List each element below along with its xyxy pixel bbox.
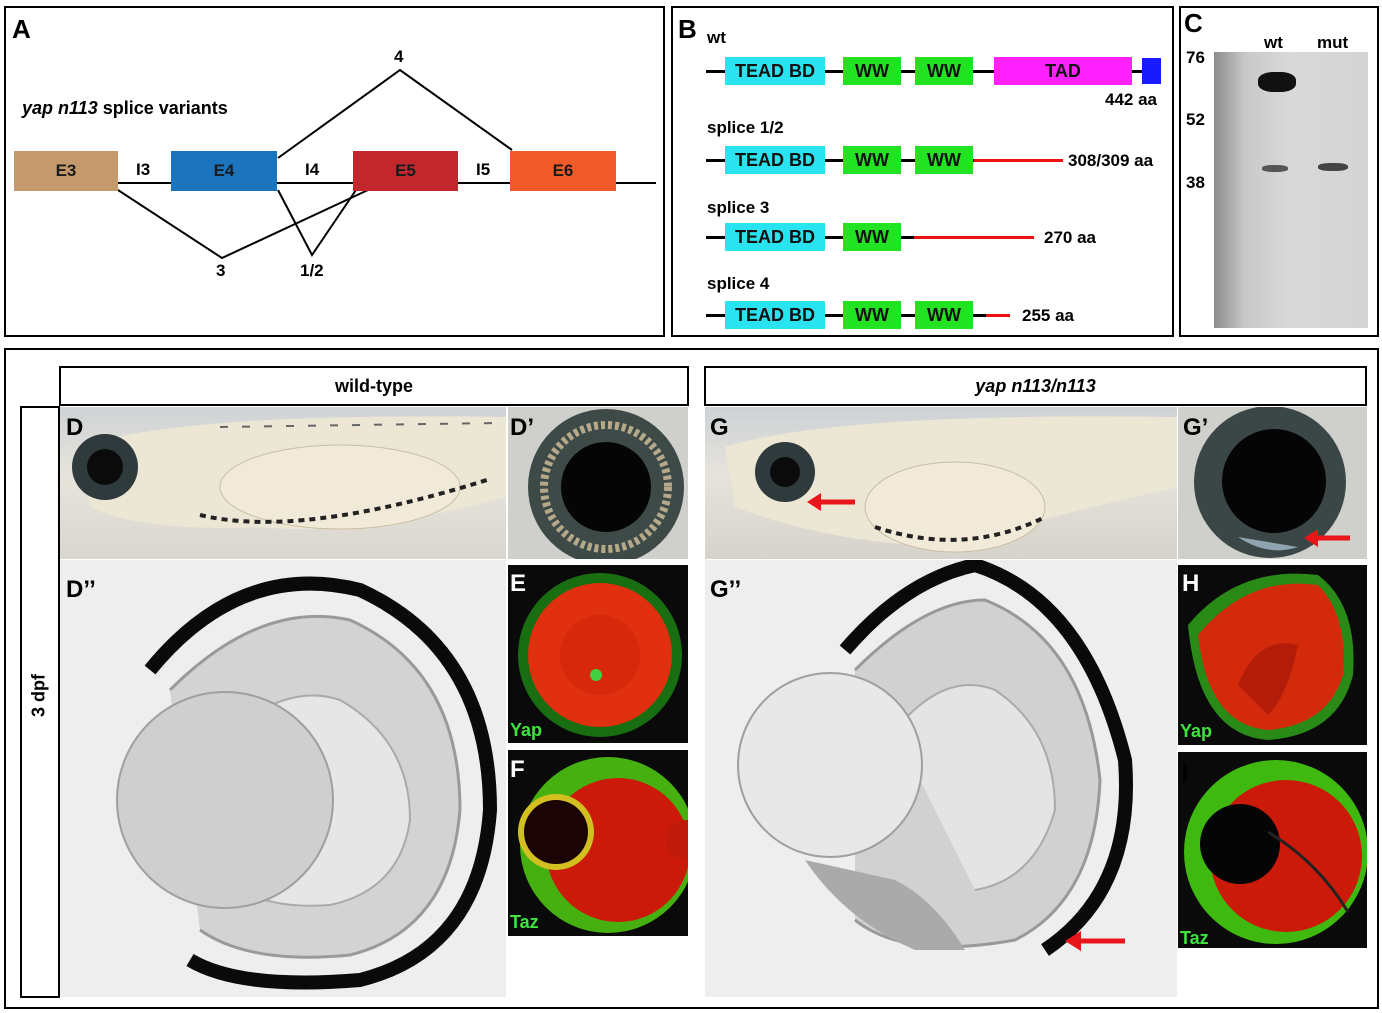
- photo-gpp-histology: [705, 560, 1177, 997]
- row-splice12-length: 308/309 aa: [1068, 151, 1154, 170]
- title-suffix: splice variants: [97, 98, 228, 118]
- intron-i5: I5: [476, 160, 491, 179]
- larva-d-drawing: [72, 416, 506, 530]
- marker-76: 76: [1186, 48, 1205, 67]
- photo-f-taz: [508, 750, 688, 936]
- stage-label: 3 dpf: [28, 674, 49, 717]
- photo-dpp-histology: [60, 560, 506, 997]
- stage-box: [20, 406, 60, 998]
- lane-wt-label: wt: [1264, 33, 1283, 52]
- panel-a-frame: [4, 6, 665, 337]
- label-d: D: [66, 414, 84, 441]
- exon-e4: E4: [171, 151, 277, 191]
- splice12-aberrant-tail: [974, 159, 1063, 162]
- label-h: H: [1182, 570, 1200, 597]
- splice12-backbone: [706, 159, 976, 162]
- exon-e3: E3: [14, 151, 118, 191]
- photo-dp-eye: [508, 407, 688, 559]
- western-blot: [1214, 52, 1368, 328]
- label-i: I: [1182, 760, 1189, 787]
- yap-h-drawing: [1188, 573, 1354, 740]
- intron-i4: I4: [305, 160, 320, 179]
- stain-h-yap: Yap: [1180, 721, 1213, 741]
- yap-e-drawing: [518, 573, 682, 737]
- eye-gp-drawing: [1194, 407, 1350, 558]
- exon-e6: E6: [510, 151, 616, 191]
- splice12-tead-domain: TEAD BD: [725, 146, 825, 174]
- row-wt-name: wt: [707, 28, 726, 47]
- splice3-ww-domain: WW: [843, 223, 901, 251]
- panel-c-frame: [1179, 6, 1379, 337]
- label-e: E: [510, 570, 527, 597]
- row-wt-length: 442 aa: [1105, 90, 1157, 109]
- larva-g-drawing: [725, 416, 1177, 553]
- label-gp: G’: [1183, 414, 1209, 441]
- taz-f-drawing: [518, 757, 688, 933]
- splice4-aberrant-tail: [986, 314, 1010, 317]
- panel-a-label: A: [12, 14, 31, 44]
- photo-d-larva: [60, 407, 506, 559]
- mut-header-text: yap n113/n113: [975, 375, 1096, 396]
- stain-e-yap: Yap: [510, 720, 543, 740]
- photo-e-yap: [508, 565, 688, 743]
- splice4-ww-domain-2: WW: [915, 301, 973, 329]
- splice3-aberrant-tail: [914, 236, 1034, 239]
- row-splice3-name: splice 3: [707, 198, 770, 217]
- junction-3-label: 3: [216, 261, 226, 280]
- label-g: G: [710, 414, 729, 441]
- photo-gp-eye: [1178, 407, 1367, 559]
- taz-i-drawing: [1184, 760, 1367, 944]
- wt-tad-domain: TAD: [994, 57, 1132, 85]
- marker-52: 52: [1186, 110, 1205, 129]
- junction-12-label: 1/2: [300, 261, 324, 280]
- wt-ww-domain-2: WW: [915, 57, 973, 85]
- row-splice4-name: splice 4: [707, 274, 770, 293]
- mut-header: yap n113/n113: [704, 366, 1367, 406]
- stain-i-taz: Taz: [1180, 928, 1209, 948]
- mut-band-38: [1318, 163, 1348, 171]
- wt-c-terminal-block: [1142, 58, 1161, 84]
- wt-tead-domain: TEAD BD: [725, 57, 825, 85]
- photo-i-taz: [1178, 752, 1367, 948]
- histology-dpp-drawing: [116, 576, 498, 990]
- panel-c-label: C: [1184, 8, 1203, 38]
- wt-ww-domain-1: WW: [843, 57, 901, 85]
- panel-b-label: B: [678, 14, 697, 44]
- label-gpp: G’’: [710, 576, 742, 603]
- row-splice3-length: 270 aa: [1044, 228, 1096, 247]
- marker-38: 38: [1186, 173, 1205, 192]
- wt-header-text: wild-type: [334, 375, 413, 396]
- eye-dp-drawing: [528, 409, 684, 559]
- splice4-tead-domain: TEAD BD: [725, 301, 825, 329]
- label-dpp: D’’: [66, 576, 96, 603]
- splice3-tead-domain: TEAD BD: [725, 223, 825, 251]
- lower-frame: [4, 348, 1379, 1009]
- splice12-ww-domain-1: WW: [843, 146, 901, 174]
- panel-a-title: yap n113 splice variants: [22, 98, 228, 119]
- lane-mut-label: mut: [1317, 33, 1349, 52]
- panel-b-frame: [671, 6, 1174, 337]
- photo-h-yap: [1178, 565, 1367, 745]
- row-splice12-name: splice 1/2: [707, 118, 784, 137]
- label-f: F: [510, 756, 525, 783]
- exon-e5: E5: [353, 151, 458, 191]
- wt-band-full-length: [1258, 72, 1296, 92]
- photo-g-larva: [705, 407, 1177, 559]
- junction-4-label: 4: [394, 47, 404, 66]
- splice12-ww-domain-2: WW: [915, 146, 973, 174]
- splice4-ww-domain-1: WW: [843, 301, 901, 329]
- intron-i3: I3: [136, 160, 151, 179]
- wt-band-38: [1262, 165, 1288, 172]
- label-dp: D’: [510, 414, 534, 441]
- wt-header: wild-type: [59, 366, 689, 406]
- row-splice4-length: 255 aa: [1022, 306, 1074, 325]
- histology-gpp-drawing: [737, 560, 1133, 956]
- gene-name: yap n113: [22, 98, 98, 118]
- stain-f-taz: Taz: [510, 912, 539, 932]
